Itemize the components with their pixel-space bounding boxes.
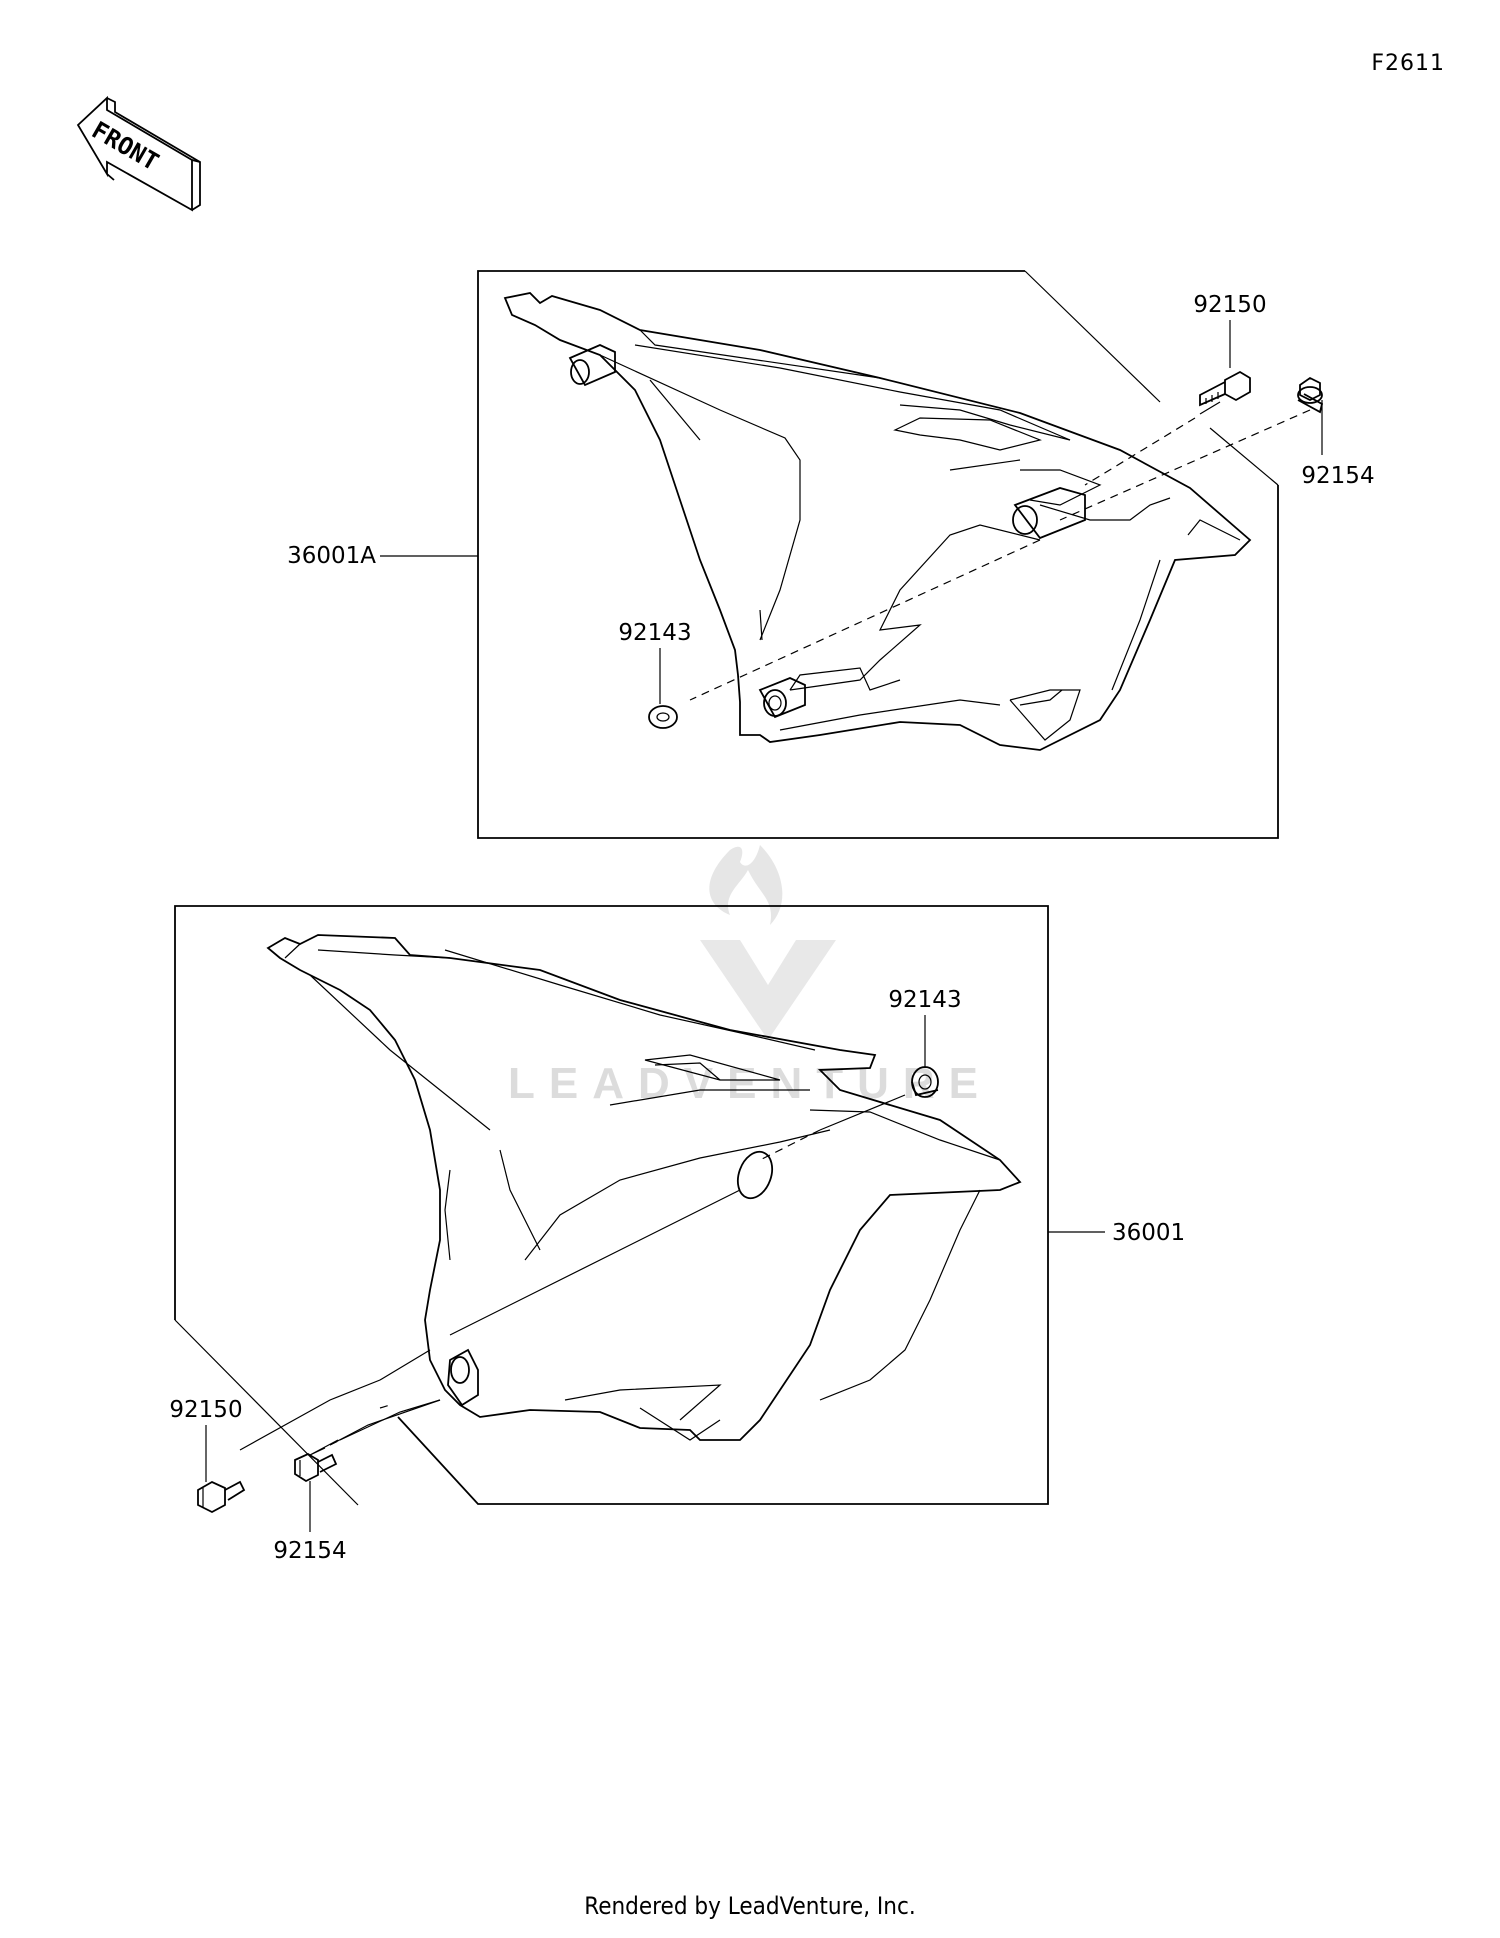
lower-group: 92143 92150 92154 36001 xyxy=(169,905,1185,1564)
front-arrow-icon: FRONT xyxy=(76,95,201,212)
bolt-92150-upper-icon xyxy=(1199,370,1251,407)
front-label: FRONT xyxy=(87,116,164,176)
diagram-code: F2611 xyxy=(1371,51,1445,76)
screw-92154-lower-icon xyxy=(294,1452,338,1483)
lower-label-92143: 92143 xyxy=(888,987,961,1013)
upper-leader-92150 xyxy=(1024,270,1161,403)
watermark-text: LEADVENTURE xyxy=(508,1059,992,1108)
side-cover-36001A xyxy=(503,292,1252,751)
watermark-flame-icon xyxy=(709,845,783,925)
upper-group: 92150 92154 92143 36001A xyxy=(287,270,1375,839)
screw-92154-upper-icon xyxy=(1297,376,1324,414)
upper-label-92143: 92143 xyxy=(618,620,691,646)
bolt-92150-lower-icon xyxy=(197,1480,246,1514)
upper-label-92154: 92154 xyxy=(1301,463,1374,489)
watermark: LEADVENTURE xyxy=(508,845,992,1108)
footer-credit: Rendered by LeadVenture, Inc. xyxy=(584,1892,916,1920)
upper-leader-92154 xyxy=(1209,427,1279,486)
lower-label-92154: 92154 xyxy=(273,1538,346,1564)
lower-frame xyxy=(174,905,1049,1505)
side-cover-36001 xyxy=(266,934,1022,1441)
lower-leader-92150 xyxy=(174,1319,359,1506)
upper-label-92150: 92150 xyxy=(1193,292,1266,318)
lower-label-92150: 92150 xyxy=(169,1397,242,1423)
upper-assembly-label: 36001A xyxy=(287,543,376,569)
lower-assembly-label: 36001 xyxy=(1112,1220,1185,1246)
upper-frame xyxy=(477,270,1279,839)
grommet-92143-upper-icon xyxy=(648,705,678,729)
watermark-v-icon xyxy=(700,940,836,1040)
